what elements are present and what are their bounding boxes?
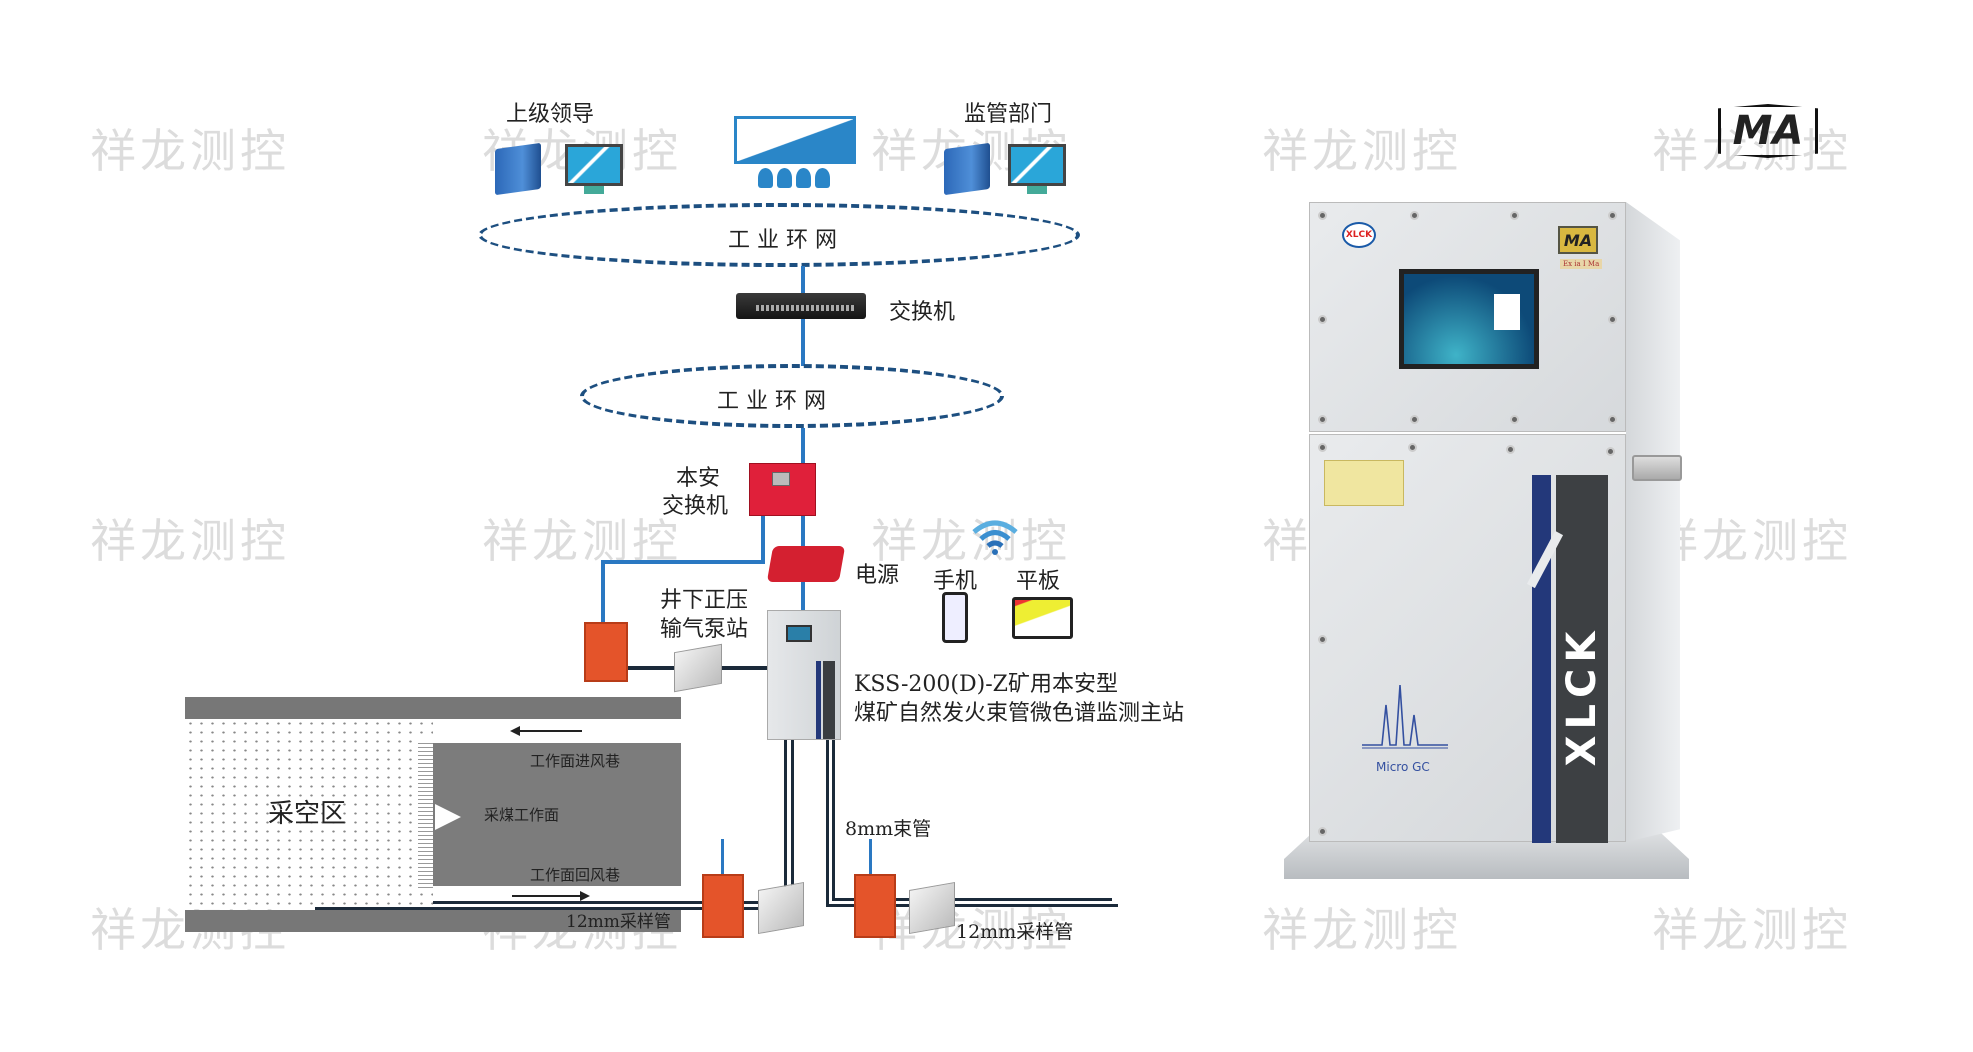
link-line	[801, 428, 805, 613]
goaf-area	[185, 719, 433, 909]
touch-screen[interactable]	[1399, 269, 1539, 369]
link-line	[601, 560, 765, 564]
switch-label: 交换机	[889, 300, 956, 325]
watermark: 祥龙测控	[1652, 903, 1852, 957]
main-station-icon	[767, 610, 841, 740]
monitor-icon	[565, 144, 623, 186]
cabinet-upper-door: XLCK MA Ex ia I Ma	[1309, 202, 1626, 432]
face-label: 采煤工作面	[484, 806, 560, 824]
working-face-area	[433, 743, 681, 886]
xlck-logo: XLCK	[1342, 222, 1376, 248]
ring-network-1-label: 工 业 环 网	[728, 228, 837, 253]
watermark: 祥龙测控	[1262, 903, 1462, 957]
industrial-ring-network-2	[580, 364, 1004, 428]
return-label: 工作面回风巷	[530, 866, 621, 884]
pump-control-box-icon	[584, 622, 628, 682]
ma-badge: MA	[1558, 226, 1598, 254]
bundle-pipe	[784, 740, 787, 905]
bundle-pipe	[791, 740, 794, 900]
projection-screen-icon	[734, 116, 856, 164]
sampling-control-box-icon	[702, 874, 744, 938]
power-supply-icon	[766, 546, 846, 582]
network-switch-icon	[736, 293, 866, 319]
dark-stripe: XLCK	[1556, 475, 1608, 843]
power-label: 电源	[855, 563, 900, 588]
bundle-pipe	[826, 904, 1118, 907]
sample-pipe-label-2: 12mm采样管	[956, 921, 1074, 943]
advance-arrow-icon	[435, 804, 461, 830]
airflow-arrowhead	[510, 726, 520, 736]
leaders-label: 上级领导	[506, 102, 595, 127]
gas-inlet-fittings	[1632, 455, 1682, 481]
tablet-label: 平板	[1016, 569, 1061, 594]
chromatogram-icon	[1362, 684, 1448, 749]
ring-network-2-label: 工 业 环 网	[717, 389, 826, 414]
cabinet-lower-door: XLCK Micro GC	[1309, 434, 1626, 843]
pump-station-label-2: 输气泵站	[660, 617, 749, 642]
ma-certification-logo: MA	[1718, 104, 1818, 158]
phone-icon	[942, 592, 968, 643]
watermark: 祥龙测控	[1652, 514, 1852, 568]
airflow-arrow-icon	[512, 895, 580, 897]
regulator-label: 监管部门	[964, 102, 1053, 127]
sample-pipe	[315, 907, 790, 910]
audience-icon	[758, 168, 830, 188]
sampling-pump-icon	[758, 881, 804, 935]
goaf-label: 采空区	[268, 799, 347, 829]
watermark: 祥龙测控	[871, 514, 1071, 568]
industrial-ring-network-1	[478, 203, 1080, 267]
intake-label: 工作面进风巷	[530, 752, 621, 770]
nameplate	[1324, 460, 1404, 506]
return-roadway-wall	[185, 910, 681, 932]
bundle-pipe-label: 8mm束管	[845, 818, 932, 840]
tablet-icon	[1012, 597, 1073, 639]
link-line	[761, 516, 765, 564]
watermark: 祥龙测控	[90, 124, 290, 178]
bundle-pipe	[826, 740, 829, 906]
pump-icon	[674, 643, 722, 693]
watermark: 祥龙测控	[1262, 124, 1462, 178]
antenna	[869, 839, 872, 875]
monitor-icon	[1008, 144, 1066, 186]
airflow-arrow-icon	[512, 730, 582, 732]
ex-mark-label: Ex ia I Ma	[1560, 259, 1603, 269]
is-switch-label-1: 本安	[676, 466, 721, 491]
airflow-arrowhead	[580, 891, 590, 901]
watermark: 祥龙测控	[482, 514, 682, 568]
antenna	[721, 839, 724, 875]
pump-station-label-1: 井下正压	[660, 588, 749, 613]
bundle-pipe	[832, 740, 835, 900]
watermark: 祥龙测控	[90, 514, 290, 568]
wifi-icon	[972, 520, 1018, 555]
main-station-title-2: 煤矿自然发火束管微色谱监测主站	[854, 701, 1185, 726]
sampling-control-box-icon	[854, 874, 896, 938]
link-line	[601, 560, 605, 624]
cabinet-side	[1626, 202, 1680, 842]
micro-gc-label: Micro GC	[1376, 760, 1430, 774]
intrinsically-safe-switch-icon	[749, 463, 816, 516]
is-switch-label-2: 交换机	[662, 494, 729, 519]
main-station-title-1: KSS-200(D)-Z矿用本安型	[854, 672, 1118, 697]
blue-stripe	[1532, 475, 1551, 843]
sampling-pump-icon	[909, 881, 955, 935]
sample-pipe	[433, 901, 793, 904]
phone-label: 手机	[933, 569, 978, 594]
watermark: 祥龙测控	[871, 903, 1071, 957]
bundle-pipe	[832, 898, 1112, 901]
sample-pipe-label-1: 12mm采样管	[566, 912, 671, 932]
server-icon	[944, 142, 990, 196]
support-frame	[418, 740, 433, 890]
brand-text: XLCK	[1559, 625, 1605, 767]
intake-roadway-wall	[185, 697, 681, 719]
server-icon	[495, 142, 541, 196]
monitor-stand	[584, 186, 604, 194]
monitor-stand	[1027, 186, 1047, 194]
